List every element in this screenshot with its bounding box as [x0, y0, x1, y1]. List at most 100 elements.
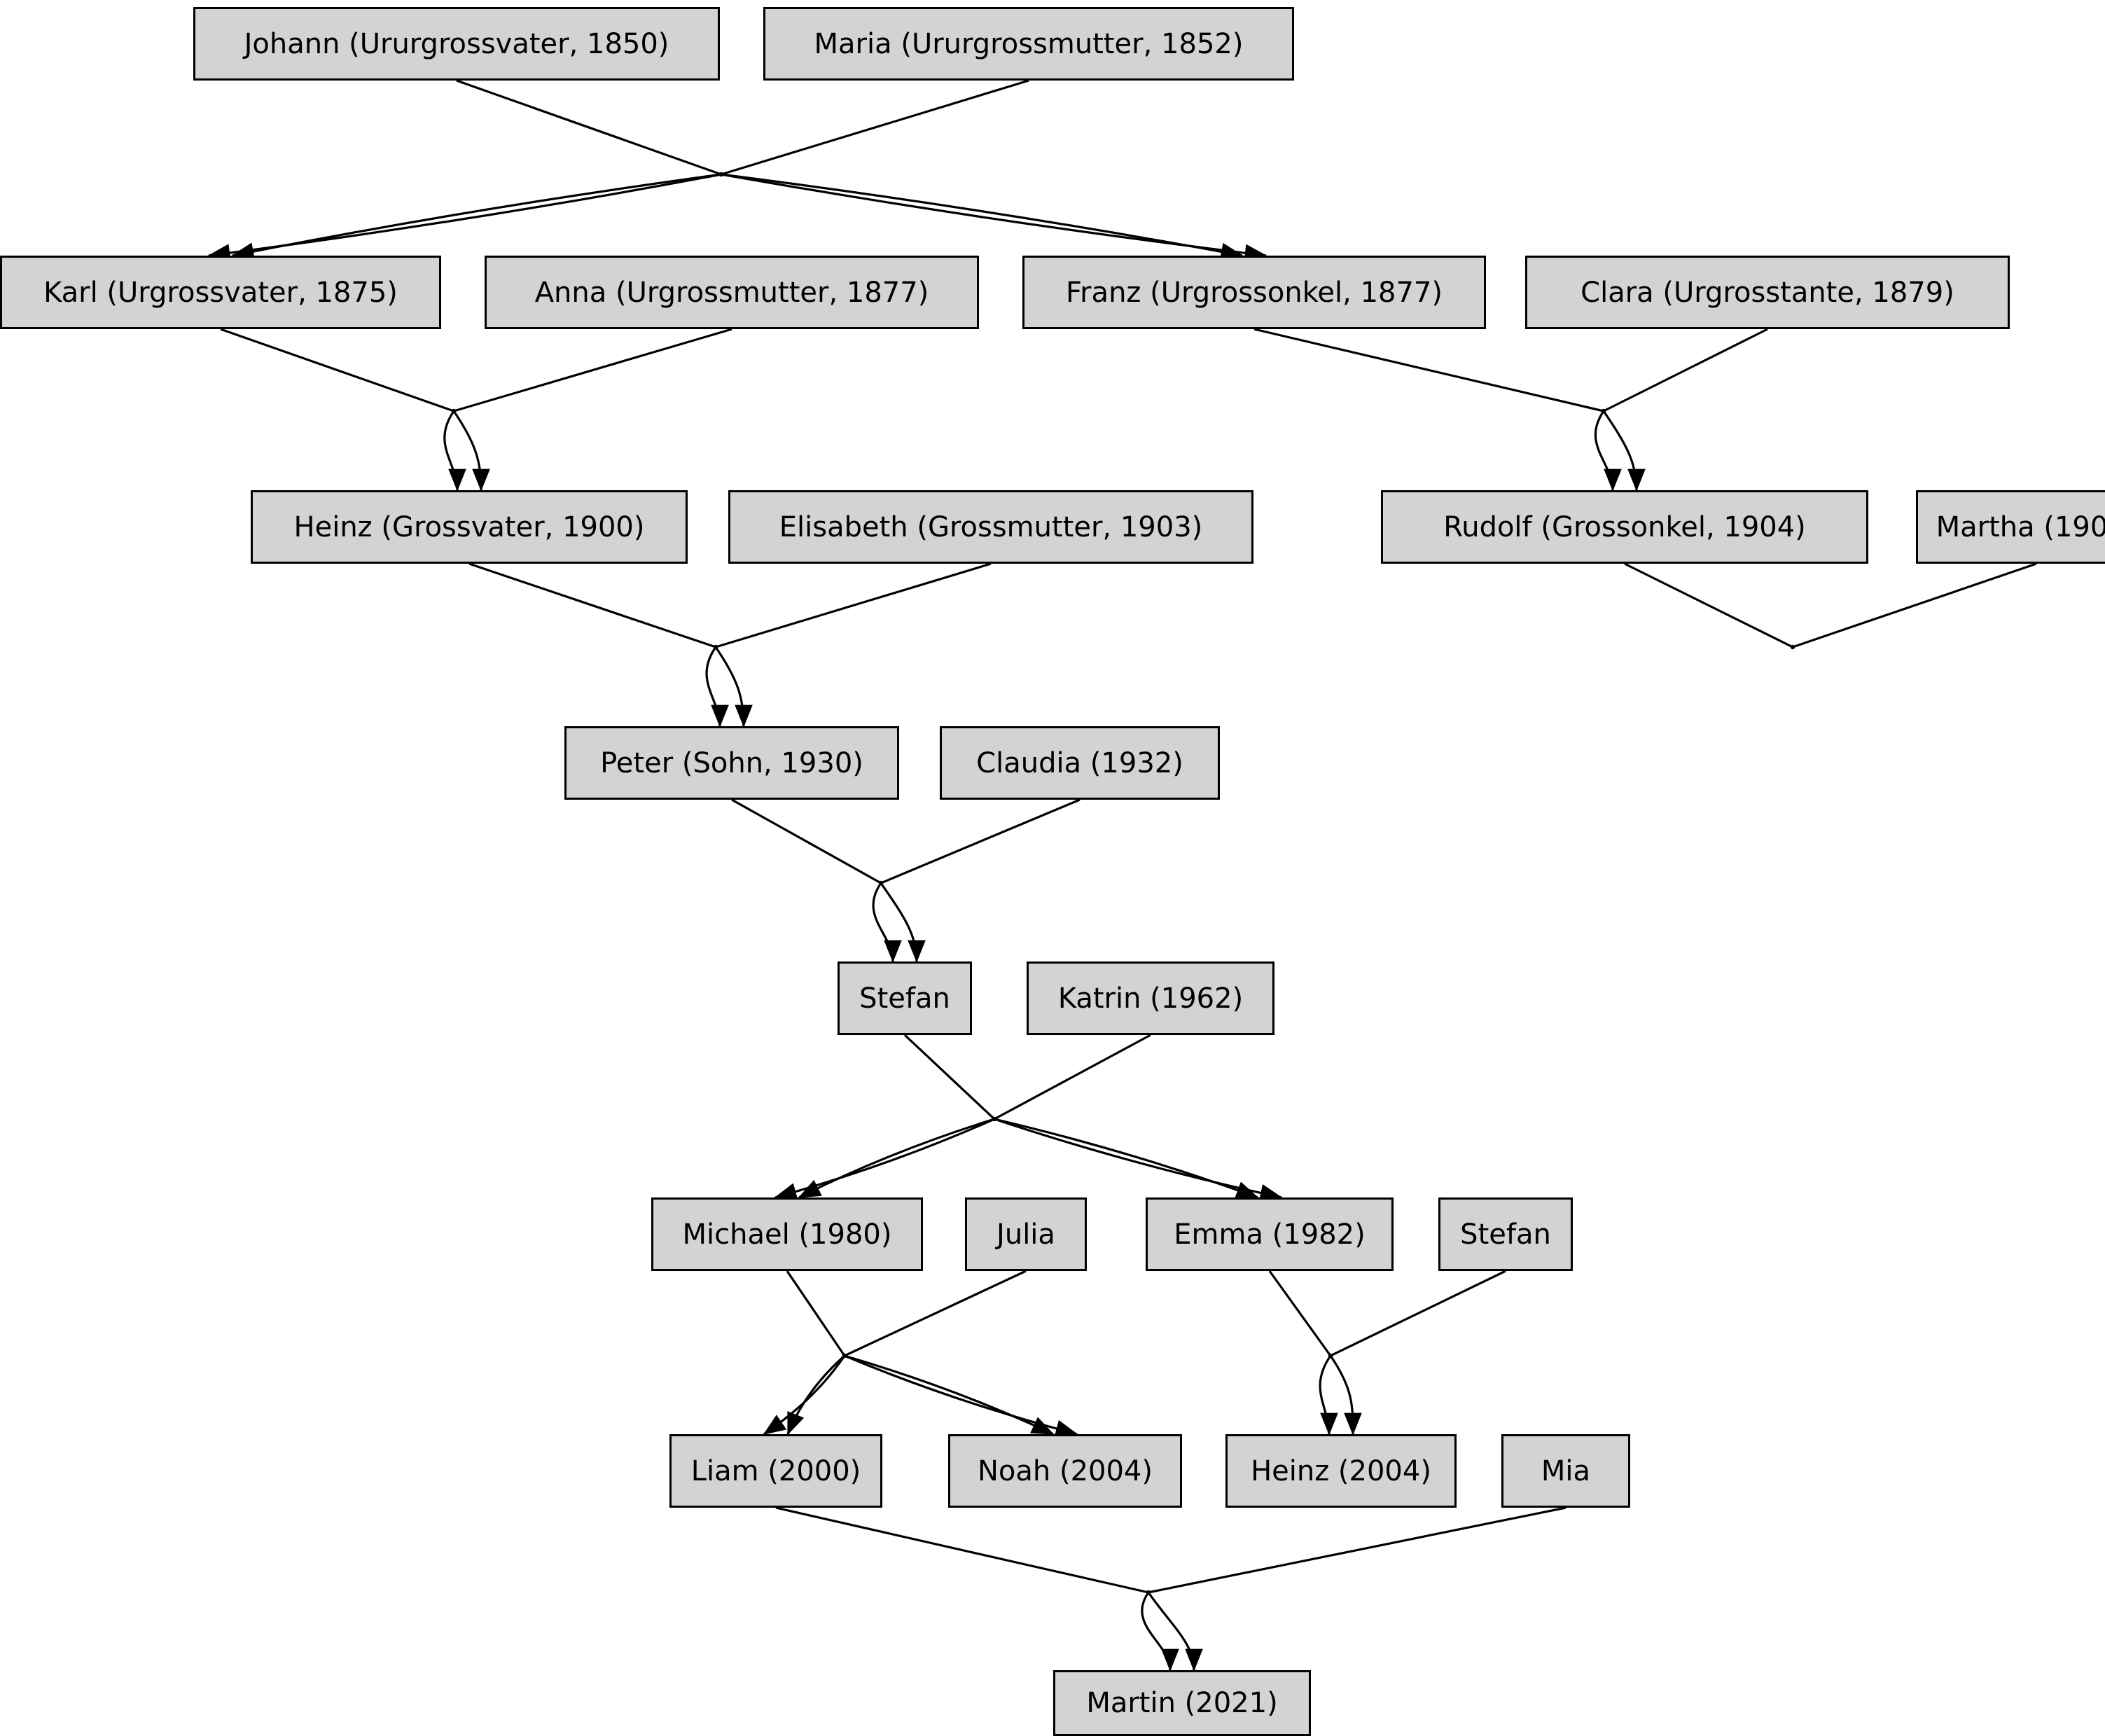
person-node-rudolf[interactable]: Rudolf (Grossonkel, 1904): [1381, 490, 1868, 564]
person-node-julia[interactable]: Julia: [965, 1197, 1087, 1271]
edge-child-arrow: [774, 1118, 995, 1201]
person-node-claudia[interactable]: Claudia (1932): [940, 726, 1220, 800]
person-node-maria[interactable]: Maria (Ururgrossmutter, 1852): [763, 7, 1294, 81]
edge-parent-leg: [1148, 1506, 1566, 1594]
edge-child-arrow: [714, 646, 753, 728]
person-node-stefan1[interactable]: Stefan: [838, 961, 972, 1035]
person-node-label: Liam (2000): [690, 1454, 861, 1487]
edge-parent-leg: [844, 1270, 1027, 1357]
edge-child-arrow: [1594, 410, 1622, 492]
person-node-label: Heinz (2004): [1251, 1454, 1431, 1487]
person-node-heinz1[interactable]: Heinz (Grossvater, 1900): [251, 490, 688, 564]
edge-junction-dot: [713, 644, 718, 650]
person-node-label: Karl (Urgrossvater, 1875): [43, 276, 398, 309]
edge-parent-leg: [775, 1506, 1149, 1594]
edge-parent-leg: [880, 798, 1081, 884]
edge-child-arrow: [872, 882, 902, 963]
person-node-peter[interactable]: Peter (Sohn, 1930): [564, 726, 899, 800]
person-node-label: Franz (Urgrossonkel, 1877): [1066, 276, 1443, 309]
edge-parent-leg: [786, 1270, 846, 1356]
edge-child-arrow: [844, 1354, 1078, 1438]
person-node-noah[interactable]: Noah (2004): [948, 1434, 1182, 1508]
edge-child-arrow: [786, 1354, 846, 1436]
edge-parent-leg: [994, 1034, 1151, 1120]
edge-parent-leg: [731, 798, 882, 884]
edge-child-arrow: [994, 1118, 1283, 1202]
person-node-label: Katrin (1962): [1057, 982, 1244, 1015]
person-node-michael[interactable]: Michael (1980): [651, 1197, 923, 1271]
person-node-label: Noah (2004): [978, 1454, 1153, 1487]
person-node-label: Martin (2021): [1086, 1687, 1278, 1719]
edge-child-arrow: [1329, 1355, 1362, 1436]
person-node-johann[interactable]: Johann (Ururgrossvater, 1850): [193, 7, 720, 81]
person-node-label: Anna (Urgrossmutter, 1877): [534, 276, 929, 309]
edge-child-arrow: [721, 173, 1244, 261]
edge-parent-leg: [456, 79, 722, 176]
edge-child-arrow: [231, 173, 722, 261]
edge-parent-leg: [1792, 562, 2037, 648]
edge-junction-dot: [1146, 1590, 1151, 1595]
edge-junction-dot: [1790, 644, 1795, 650]
person-node-label: Heinz (Grossvater, 1900): [293, 511, 645, 543]
edge-child-arrow: [994, 1118, 1259, 1199]
edge-child-arrow: [1602, 410, 1646, 492]
edge-parent-leg: [1253, 328, 1604, 412]
person-node-franz[interactable]: Franz (Urgrossonkel, 1877): [1022, 256, 1486, 329]
person-node-label: Emma (1982): [1174, 1218, 1366, 1251]
person-node-mia[interactable]: Mia: [1501, 1434, 1630, 1508]
edge-junction-dot: [842, 1353, 847, 1359]
person-node-karl[interactable]: Karl (Urgrossvater, 1875): [0, 256, 441, 329]
edge-child-arrow: [844, 1354, 1055, 1436]
edge-child-arrow: [1147, 1592, 1203, 1672]
person-node-label: Stefan: [859, 982, 950, 1015]
person-node-label: Claudia (1932): [976, 747, 1183, 779]
edge-junction-dot: [718, 172, 724, 177]
person-node-label: Martha (1906): [1936, 511, 2105, 543]
person-node-stefan2[interactable]: Stefan: [1438, 1197, 1573, 1271]
person-node-heinz2[interactable]: Heinz (2004): [1225, 1434, 1457, 1508]
edge-junction-dot: [878, 880, 884, 886]
person-node-label: Peter (Sohn, 1930): [600, 747, 863, 779]
edge-child-arrow: [443, 410, 466, 492]
person-node-label: Julia: [996, 1218, 1055, 1251]
person-node-anna[interactable]: Anna (Urgrossmutter, 1877): [485, 256, 979, 329]
edge-parent-leg: [1268, 1270, 1332, 1356]
edge-child-arrow: [452, 410, 490, 492]
edge-child-arrow: [1141, 1592, 1179, 1672]
edge-parent-leg: [1603, 328, 1768, 412]
edge-parent-leg: [220, 328, 454, 412]
person-node-martin[interactable]: Martin (2021): [1053, 1670, 1311, 1736]
person-node-emma[interactable]: Emma (1982): [1146, 1197, 1394, 1271]
person-node-katrin[interactable]: Katrin (1962): [1027, 961, 1274, 1035]
edge-parent-leg: [1624, 562, 1793, 648]
edge-junction-dot: [1328, 1353, 1333, 1359]
edge-child-arrow: [1319, 1355, 1338, 1436]
edge-parent-leg: [1330, 1270, 1506, 1357]
edge-parent-leg: [468, 562, 716, 648]
edge-child-arrow: [880, 882, 926, 963]
edge-child-arrow: [763, 1355, 846, 1436]
edge-junction-dot: [451, 408, 457, 414]
person-node-label: Michael (1980): [682, 1218, 892, 1251]
person-node-label: Johann (Ururgrossvater, 1850): [244, 27, 669, 60]
person-node-martha[interactable]: Martha (1906): [1916, 490, 2105, 564]
edge-parent-leg: [453, 328, 732, 412]
person-node-label: Maria (Ururgrossmutter, 1852): [814, 27, 1244, 60]
edge-junction-dot: [992, 1116, 997, 1122]
edge-child-arrow: [207, 173, 722, 262]
edge-parent-leg: [903, 1034, 996, 1120]
edge-parent-leg: [721, 79, 1029, 176]
person-node-label: Clara (Urgrosstante, 1879): [1581, 276, 1954, 309]
edge-child-arrow: [705, 646, 729, 728]
person-node-label: Elisabeth (Grossmutter, 1903): [779, 511, 1203, 543]
person-node-clara[interactable]: Clara (Urgrosstante, 1879): [1525, 256, 2010, 329]
edge-parent-leg: [715, 562, 992, 648]
person-node-label: Mia: [1541, 1454, 1591, 1487]
edge-child-arrow: [798, 1118, 995, 1199]
edge-junction-dot: [1601, 408, 1606, 414]
person-node-label: Stefan: [1460, 1218, 1551, 1251]
person-node-elisabeth[interactable]: Elisabeth (Grossmutter, 1903): [728, 490, 1253, 564]
person-node-liam[interactable]: Liam (2000): [669, 1434, 882, 1508]
edge-child-arrow: [721, 173, 1267, 263]
